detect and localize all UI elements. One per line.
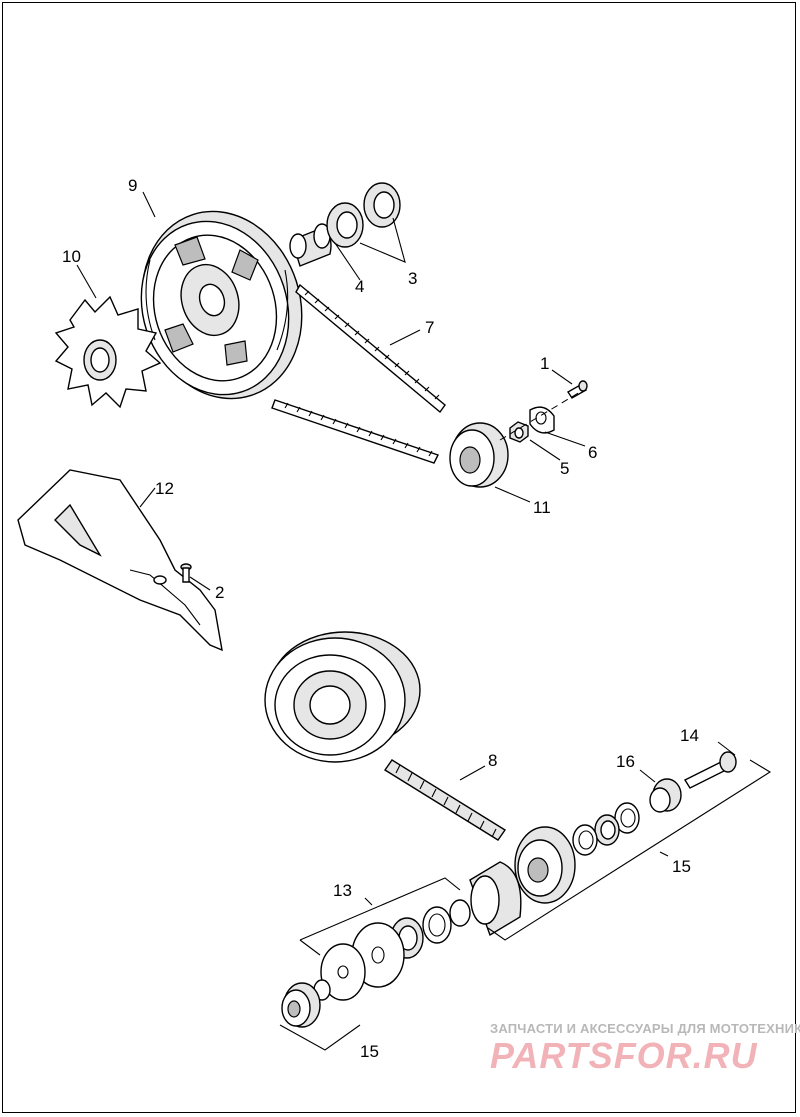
- part-bolt: [180, 563, 192, 583]
- callout-4: 4: [355, 277, 364, 296]
- part-primary-chain: [384, 759, 506, 841]
- callout-13: 13: [333, 881, 352, 900]
- callout-8: 8: [488, 751, 497, 770]
- callout-11: 11: [533, 498, 551, 517]
- callout-6: 6: [588, 443, 597, 462]
- part-compensator-stack: [469, 802, 640, 937]
- part-nut: [509, 421, 529, 443]
- watermark: ЗАПЧАСТИ И АКСЕССУАРЫ ДЛЯ МОТОТЕХНИКИ PA…: [490, 1021, 800, 1076]
- callout-9: 9: [128, 176, 137, 195]
- part-drive-belt: [271, 283, 446, 464]
- part-belt-guard: [17, 469, 223, 652]
- part-compensator-bolt: [683, 751, 737, 789]
- callout-16: 16: [616, 752, 635, 771]
- callout-15-upper: 15: [672, 857, 691, 876]
- part-star-washer: [54, 295, 162, 409]
- part-screw: [567, 380, 588, 399]
- part-clutch-shell: [264, 631, 421, 763]
- callout-2: 2: [215, 583, 224, 602]
- part-transmission-sprocket: [449, 422, 509, 488]
- part-shaft-extension: [649, 778, 682, 813]
- callout-3: 3: [408, 269, 417, 288]
- part-lockplate: [529, 406, 555, 434]
- watermark-logo: PARTSFOR.RU: [490, 1035, 758, 1076]
- leader-lines: [76, 191, 772, 1051]
- callout-1: 1: [540, 354, 549, 373]
- callout-labels: 9 10 4 3 7 1 6 5 11 12 2 8 14 16 15 13 1…: [62, 176, 699, 1061]
- part-spacer: [289, 223, 332, 267]
- part-bearings: [326, 182, 401, 248]
- assembly-axis-line: [499, 391, 581, 441]
- callout-10: 10: [62, 247, 81, 266]
- part-clutch-plates: [281, 899, 471, 1028]
- part-rear-pulley: [140, 210, 303, 400]
- callout-5: 5: [560, 459, 569, 478]
- callout-14: 14: [680, 726, 699, 745]
- callout-12: 12: [155, 479, 174, 498]
- watermark-tagline: ЗАПЧАСТИ И АКСЕССУАРЫ ДЛЯ МОТОТЕХНИКИ: [490, 1021, 800, 1036]
- callout-7: 7: [425, 318, 434, 337]
- callout-15-lower: 15: [360, 1042, 379, 1061]
